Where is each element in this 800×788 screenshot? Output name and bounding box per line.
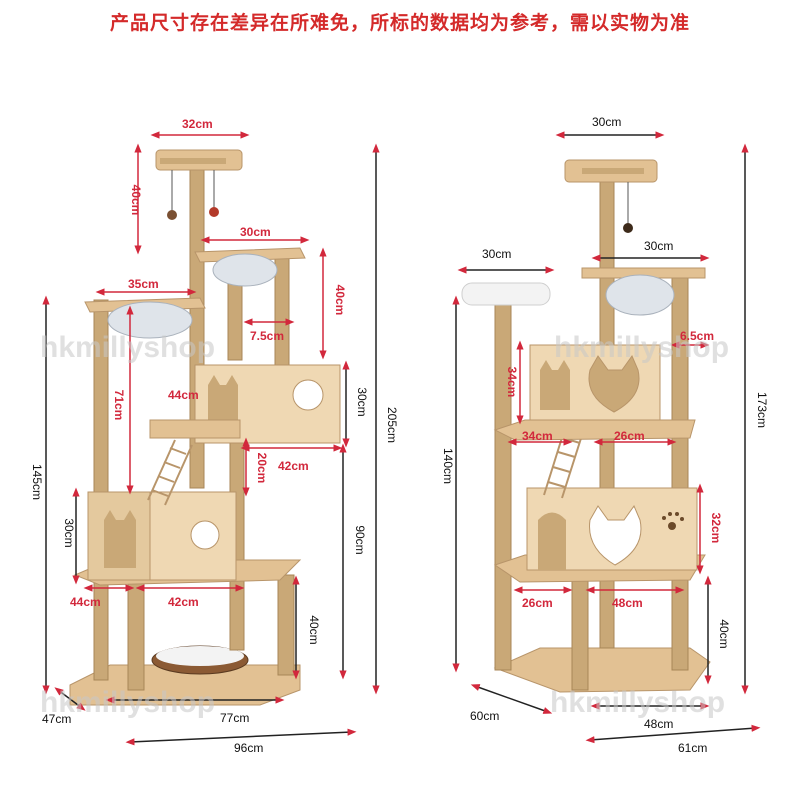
size-disclaimer-notice: 产品尺寸存在差异在所难免，所标的数据均为参考，需以实物为准	[109, 13, 690, 34]
left-post-7	[227, 279, 243, 361]
left-toy-ball-2	[209, 207, 219, 217]
left-balcony	[149, 419, 241, 439]
right-dim-lower-box-height: 32cm	[709, 513, 723, 544]
right-dim-hammock-platform-width: 30cm	[644, 239, 673, 253]
left-dim-right-section-height: 90cm	[353, 525, 367, 554]
right-hammock-platform	[581, 267, 706, 279]
right-lower-box-arch	[538, 512, 566, 570]
left-dim-hammock-height: 40cm	[333, 285, 347, 316]
left-dim-overall-width: 96cm	[234, 741, 263, 755]
watermark-left-bottom: hkmillyshop	[40, 686, 215, 719]
left-dim-left-section-height: 145cm	[30, 464, 44, 500]
right-dim-lower-box-width: 48cm	[612, 596, 643, 610]
right-paw-icon	[662, 512, 684, 530]
watermark-left-top: hkmillyshop	[40, 331, 215, 364]
left-dim-ladder-height: 20cm	[255, 453, 269, 484]
right-post-1	[494, 299, 512, 671]
right-dim-left-post-height: 140cm	[441, 448, 455, 484]
right-lower-box-cat-face	[589, 504, 642, 566]
left-dim-lower-box-height: 30cm	[62, 518, 76, 547]
left-upper-hammock-bowl	[212, 253, 278, 287]
left-upper-box-porthole	[292, 379, 324, 411]
right-hammock-bowl	[605, 274, 675, 316]
left-dim-top-height: 40cm	[129, 185, 143, 216]
right-dim-overall-width: 61cm	[678, 741, 707, 755]
right-dim-shelf-left: 34cm	[522, 429, 553, 443]
right-dim-gap: 6.5cm	[680, 329, 714, 343]
right-dim-total-height: 173cm	[755, 392, 769, 428]
left-lower-box-cat-opening	[104, 510, 136, 568]
right-dim-upper-box-height: 34cm	[505, 367, 519, 398]
left-toy-ball-1	[167, 210, 177, 220]
right-dimension-lines	[452, 131, 761, 744]
right-post-2	[571, 577, 589, 691]
right-dim-base-post-height: 40cm	[717, 619, 731, 648]
left-dim-lower-box-depth: 44cm	[70, 595, 101, 609]
right-dim-lower-left-width: 26cm	[522, 596, 553, 610]
right-left-white-perch	[461, 282, 551, 306]
left-post-3	[277, 574, 295, 676]
left-post-2	[127, 579, 145, 691]
right-dim-base-width: 48cm	[644, 717, 673, 731]
left-dim-gap: 7.5cm	[250, 329, 284, 343]
left-lower-box-porthole	[190, 520, 220, 550]
right-toy-ball	[623, 223, 633, 233]
watermark-right-bottom: hkmillyshop	[550, 686, 725, 719]
right-upper-box-cat-face	[588, 354, 640, 413]
left-dim-base-width: 77cm	[220, 711, 249, 725]
right-dim-top-perch-width: 30cm	[592, 115, 621, 129]
left-upper-box-cat-opening	[208, 375, 238, 430]
watermark-right-top: hkmillyshop	[554, 331, 729, 364]
left-dim-upper-box-height: 30cm	[355, 387, 369, 416]
left-dim-hammock-platform-width: 30cm	[240, 225, 271, 239]
right-upper-box-left-opening	[540, 360, 570, 410]
left-dim-total-height: 205cm	[385, 407, 399, 443]
right-dim-base-depth: 60cm	[470, 709, 499, 723]
right-dim-left-perch-width: 30cm	[482, 247, 511, 261]
right-dim-shelf-right: 26cm	[614, 429, 645, 443]
left-dim-base-post-height: 40cm	[307, 615, 321, 644]
left-dim-left-platform-width: 35cm	[128, 277, 159, 291]
left-dim-upper-box-width: 42cm	[278, 459, 309, 473]
left-dim-base-depth: 47cm	[42, 712, 71, 726]
left-dimension-lines	[42, 131, 380, 746]
left-dim-upper-box-depth: 44cm	[168, 388, 199, 402]
left-dim-lower-box-width: 42cm	[168, 595, 199, 609]
left-dim-left-post-height: 71cm	[112, 390, 126, 421]
left-cat-tree	[69, 149, 341, 706]
left-ladder	[147, 439, 193, 506]
left-dim-top-perch-width: 32cm	[182, 117, 213, 131]
